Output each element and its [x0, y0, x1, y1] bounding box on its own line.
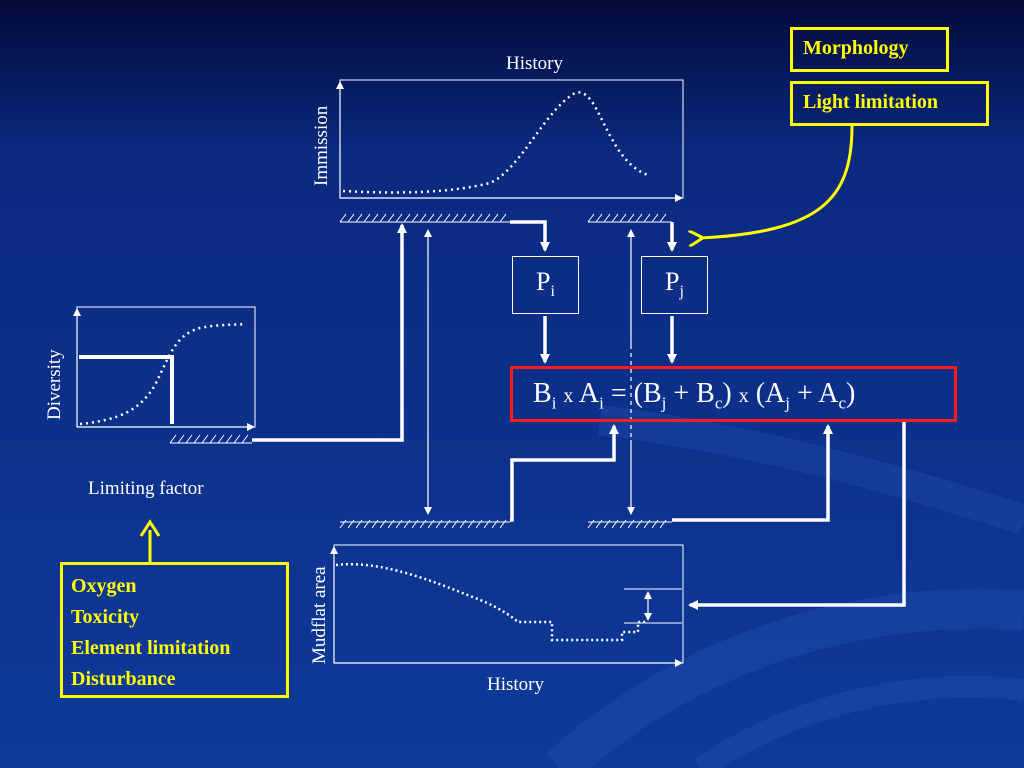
connectors: [252, 220, 906, 610]
yellow-arrow-light: [700, 125, 854, 238]
hatch-strips: [169, 213, 672, 529]
eq-sub-j2: j: [785, 393, 791, 413]
thin-lines: [424, 229, 635, 515]
yellow-arrow-factors: [139, 519, 161, 562]
arrow-bottom-to-eq: [510, 424, 619, 522]
top-chart-title: History: [506, 53, 563, 74]
eq-equals: = (B: [610, 378, 662, 409]
factor-element-limitation: Element limitation: [71, 637, 231, 659]
factor-oxygen: Oxygen: [71, 575, 137, 597]
factor-toxicity: Toxicity: [71, 606, 140, 628]
arrow-left-to-top: [252, 223, 407, 442]
diversity-curve: [79, 322, 247, 426]
eq-plus-2: + A: [797, 378, 839, 409]
eq-sub-c1: c: [714, 393, 723, 413]
factor-disturbance: Disturbance: [71, 668, 176, 690]
left-chart-ylabel: Diversity: [44, 349, 65, 420]
eq-a: A: [578, 378, 600, 409]
arrow-bottom-right-to-eq: [672, 424, 833, 522]
eq-times-1: x: [563, 385, 574, 407]
eq-times-2: x: [738, 385, 749, 407]
pj-base: P: [665, 267, 680, 296]
pi-sub: i: [550, 283, 555, 301]
bottom-chart-xlabel: History: [487, 674, 544, 695]
eq-sub-c2: c: [838, 393, 847, 413]
eq-sub-i2: i: [599, 393, 604, 413]
immission-chart: [336, 79, 684, 202]
equation-box: Bi x Ai = (Bj + Bc) x (Aj + Ac): [510, 366, 957, 422]
light-limitation-label: Light limitation: [803, 91, 939, 113]
pi-base: P: [536, 267, 551, 296]
eq-sub-i1: i: [551, 393, 557, 413]
pi-box: Pi: [512, 256, 579, 314]
pj-sub: j: [679, 283, 684, 301]
eq-b: B: [533, 378, 552, 409]
eq-sub-j1: j: [661, 393, 667, 413]
arrow-strip-to-pi: [510, 220, 550, 252]
morphology-box: Morphology: [790, 27, 949, 72]
eq-open-2: (A: [755, 378, 786, 409]
eq-plus-1: + B: [673, 378, 715, 409]
diversity-chart: [73, 306, 256, 431]
factors-box: Oxygen Toxicity Element limitation Distu…: [60, 562, 289, 698]
mudflat-curve: [335, 563, 648, 642]
left-chart-xlabel: Limiting factor: [88, 478, 204, 499]
background-swoosh: [546, 405, 1024, 768]
bottom-chart-ylabel: Mudflat area: [309, 566, 330, 664]
pj-box: Pj: [641, 256, 708, 314]
immission-curve: [342, 91, 649, 194]
eq-close-1: ): [722, 378, 732, 409]
morphology-label: Morphology: [803, 37, 909, 59]
diversity-threshold: [79, 355, 174, 424]
mudflat-chart: [330, 544, 684, 667]
top-chart-ylabel: Immission: [311, 105, 332, 186]
light-limitation-box: Light limitation: [790, 81, 989, 126]
eq-close-2: ): [846, 378, 856, 409]
arrow-eq-to-bottom: [688, 420, 906, 610]
